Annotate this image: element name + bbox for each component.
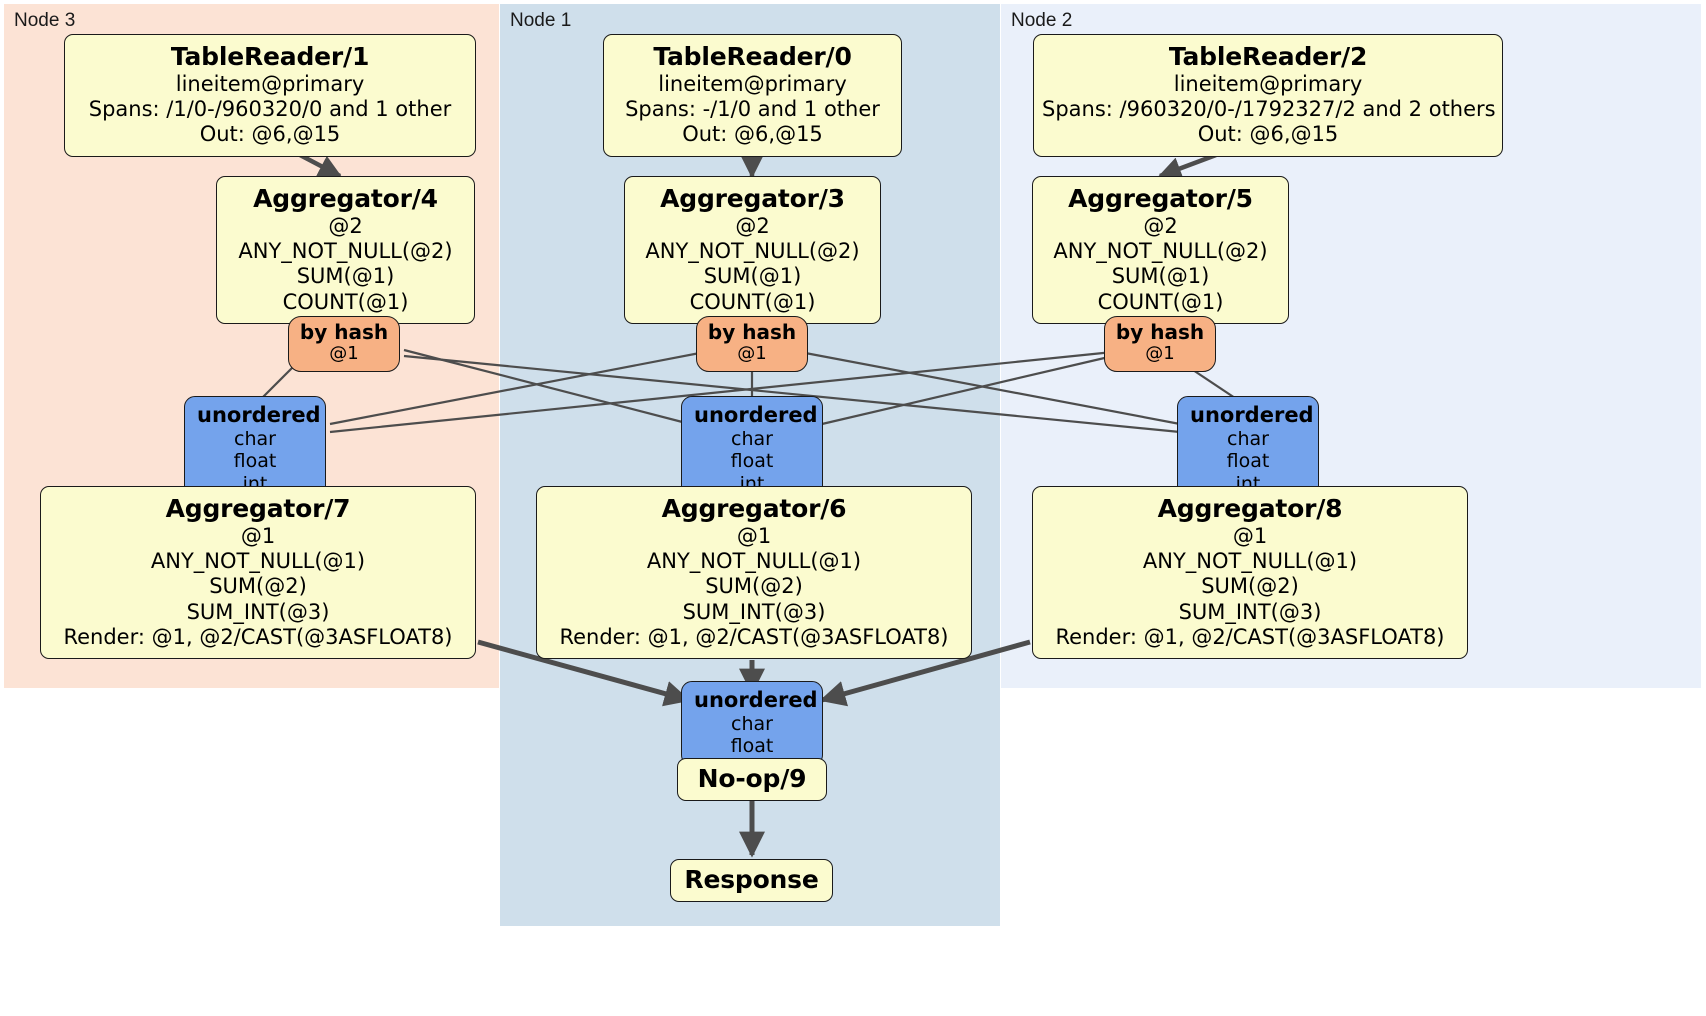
synchronizer-type-2: float <box>1226 450 1270 473</box>
processor-aggregator-5[interactable]: Aggregator/5 @2 ANY_NOT_NULL(@2) SUM(@1)… <box>1032 176 1289 324</box>
processor-render: Render: @1, @2/CAST(@3ASFLOAT8) <box>559 624 949 649</box>
router-by-hash-node-1[interactable]: by hash @1 <box>696 316 808 372</box>
processor-agg-1: ANY_NOT_NULL(@1) <box>1142 549 1358 574</box>
router-column: @1 <box>1145 343 1175 364</box>
processor-out: Out: @6,@15 <box>1197 122 1339 147</box>
processor-agg-2: SUM(@1) <box>296 264 395 289</box>
region-label-node-3: Node 3 <box>14 10 76 31</box>
router-column: @1 <box>329 343 359 364</box>
processor-no-op-9[interactable]: No-op/9 <box>677 758 827 801</box>
processor-agg-1: ANY_NOT_NULL(@1) <box>646 549 862 574</box>
processor-title: TableReader/1 <box>170 42 370 71</box>
synchronizer-title: unordered <box>197 403 321 427</box>
processor-title: Aggregator/7 <box>165 494 351 523</box>
router-title: by hash <box>707 320 797 344</box>
region-label-node-2: Node 2 <box>1011 10 1073 31</box>
processor-title: Aggregator/4 <box>253 184 438 213</box>
processor-groupby: @2 <box>328 214 363 238</box>
synchronizer-type-1: char <box>1227 427 1269 450</box>
processor-agg-2: SUM(@1) <box>703 264 802 289</box>
processor-groupby: @2 <box>735 214 770 238</box>
processor-table: lineitem@primary <box>1173 72 1363 96</box>
processor-groupby: @1 <box>736 524 772 548</box>
processor-agg-3: COUNT(@1) <box>689 289 816 314</box>
router-title: by hash <box>299 320 389 344</box>
processor-out: Out: @6,@15 <box>682 122 823 147</box>
synchronizer-title: unordered <box>1190 403 1314 427</box>
processor-spans: Spans: /1/0-/960320/0 and 1 other <box>88 97 452 122</box>
processor-agg-3: SUM_INT(@3) <box>186 599 330 624</box>
processor-agg-3: COUNT(@1) <box>282 289 409 314</box>
processor-title: Aggregator/3 <box>660 184 845 213</box>
processor-title: Aggregator/5 <box>1068 184 1253 213</box>
processor-agg-1: ANY_NOT_NULL(@1) <box>150 549 366 574</box>
router-by-hash-node-3[interactable]: by hash @1 <box>288 316 400 372</box>
processor-tablereader-0[interactable]: TableReader/0 lineitem@primary Spans: -/… <box>603 34 902 157</box>
processor-title: Aggregator/8 <box>1157 494 1343 523</box>
processor-agg-2: SUM(@1) <box>1111 264 1210 289</box>
processor-response[interactable]: Response <box>670 859 833 902</box>
processor-agg-2: SUM(@2) <box>1201 574 1299 599</box>
processor-agg-3: SUM_INT(@3) <box>1178 599 1322 624</box>
synchronizer-title: unordered <box>694 403 818 427</box>
synchronizer-type-1: char <box>234 427 276 450</box>
processor-title: TableReader/0 <box>653 42 852 71</box>
processor-groupby: @2 <box>1143 214 1178 238</box>
processor-title: Aggregator/6 <box>661 494 847 523</box>
processor-agg-1: ANY_NOT_NULL(@2) <box>645 239 860 264</box>
processor-render: Render: @1, @2/CAST(@3ASFLOAT8) <box>1055 624 1445 649</box>
synchronizer-unordered-node-3[interactable]: unordered char float int <box>184 396 326 503</box>
router-title: by hash <box>1115 320 1205 344</box>
processor-tablereader-1[interactable]: TableReader/1 lineitem@primary Spans: /1… <box>64 34 476 157</box>
processor-spans: Spans: -/1/0 and 1 other <box>625 97 880 122</box>
processor-aggregator-7[interactable]: Aggregator/7 @1 ANY_NOT_NULL(@1) SUM(@2)… <box>40 486 476 659</box>
region-label-node-1: Node 1 <box>510 10 572 31</box>
processor-aggregator-4[interactable]: Aggregator/4 @2 ANY_NOT_NULL(@2) SUM(@1)… <box>216 176 475 324</box>
processor-title: No-op/9 <box>697 764 807 793</box>
processor-title: Response <box>684 865 819 894</box>
synchronizer-type-2: float <box>233 450 277 473</box>
processor-aggregator-6[interactable]: Aggregator/6 @1 ANY_NOT_NULL(@1) SUM(@2)… <box>536 486 972 659</box>
processor-spans: Spans: /960320/0-/1792327/2 and 2 others <box>1042 97 1496 122</box>
processor-agg-2: SUM(@2) <box>705 574 803 599</box>
processor-agg-1: ANY_NOT_NULL(@2) <box>238 239 453 264</box>
processor-table: lineitem@primary <box>658 72 847 96</box>
processor-out: Out: @6,@15 <box>199 122 341 147</box>
processor-agg-2: SUM(@2) <box>209 574 307 599</box>
processor-table: lineitem@primary <box>175 72 365 96</box>
synchronizer-title: unordered <box>694 688 818 712</box>
processor-groupby: @1 <box>240 524 276 548</box>
processor-aggregator-8[interactable]: Aggregator/8 @1 ANY_NOT_NULL(@1) SUM(@2)… <box>1032 486 1468 659</box>
router-column: @1 <box>737 343 767 364</box>
synchronizer-type-1: char <box>731 427 773 450</box>
router-by-hash-node-2[interactable]: by hash @1 <box>1104 316 1216 372</box>
synchronizer-type-2: float <box>730 450 774 473</box>
synchronizer-type-2: float <box>730 735 774 758</box>
processor-tablereader-2[interactable]: TableReader/2 lineitem@primary Spans: /9… <box>1033 34 1503 157</box>
synchronizer-unordered-node-2[interactable]: unordered char float int <box>1177 396 1319 503</box>
processor-agg-3: COUNT(@1) <box>1097 289 1224 314</box>
processor-aggregator-3[interactable]: Aggregator/3 @2 ANY_NOT_NULL(@2) SUM(@1)… <box>624 176 881 324</box>
synchronizer-unordered-final[interactable]: unordered char float <box>681 681 823 766</box>
processor-agg-1: ANY_NOT_NULL(@2) <box>1053 239 1268 264</box>
processor-agg-3: SUM_INT(@3) <box>682 599 826 624</box>
processor-groupby: @1 <box>1232 524 1268 548</box>
processor-render: Render: @1, @2/CAST(@3ASFLOAT8) <box>63 624 453 649</box>
synchronizer-type-1: char <box>731 712 773 735</box>
processor-title: TableReader/2 <box>1168 42 1368 71</box>
